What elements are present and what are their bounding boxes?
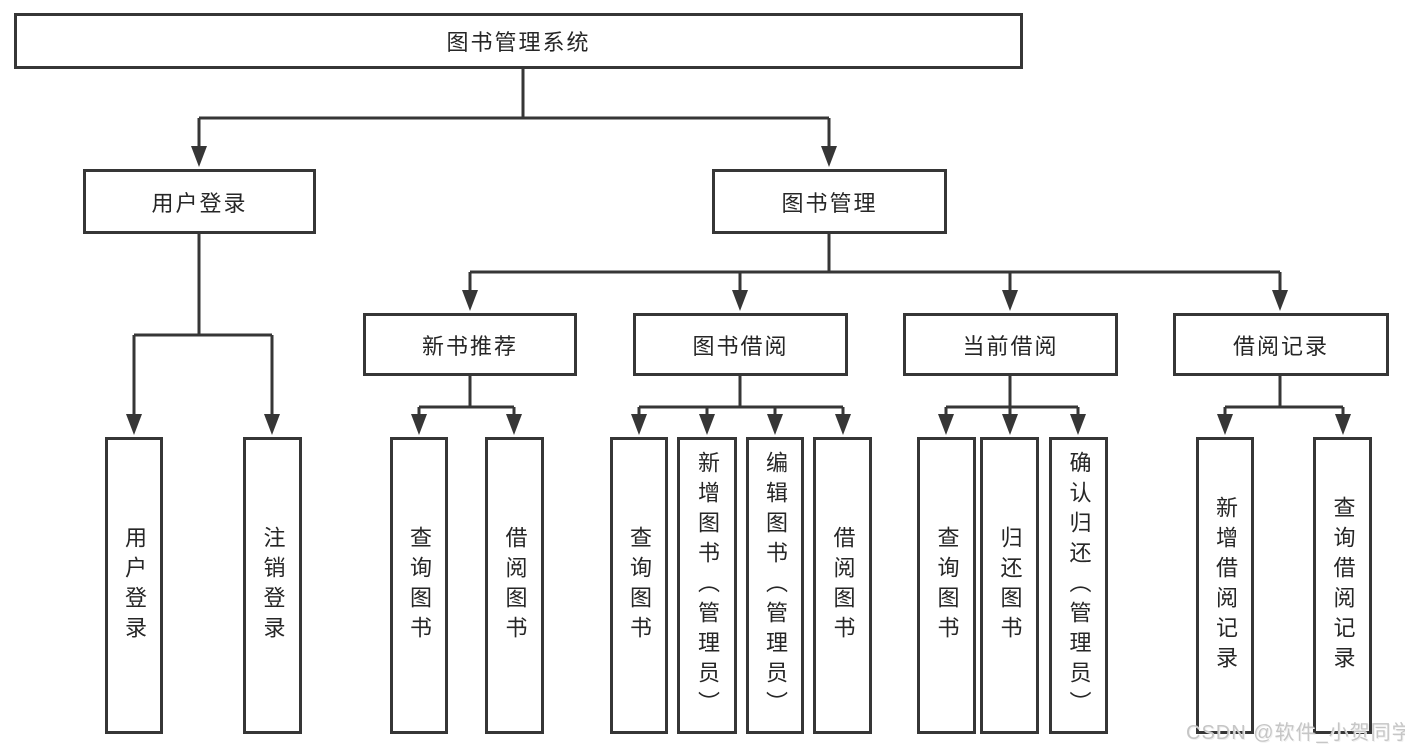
leaf-confirm-return-admin: 确认归还（管理员） bbox=[1049, 437, 1108, 734]
node-new-book-rec-label: 新书推荐 bbox=[421, 333, 518, 359]
leaf-add-borrow-record-label: 新增借阅记录 bbox=[1213, 495, 1238, 676]
csdn-watermark: CSDN @软件_小贺同学 bbox=[1186, 722, 1405, 744]
leaf-borrow-book-2: 借阅图书 bbox=[813, 437, 872, 734]
leaf-query-book-1: 查询图书 bbox=[390, 437, 448, 734]
leaf-query-borrow-record-label: 查询借阅记录 bbox=[1330, 495, 1356, 676]
leaf-return-book: 归还图书 bbox=[980, 437, 1039, 734]
leaf-edit-book-admin-label: 编辑图书（管理员） bbox=[763, 450, 788, 721]
leaf-user-login-label: 用户登录 bbox=[122, 525, 147, 646]
node-user-login: 用户登录 bbox=[83, 169, 316, 234]
node-book-borrow: 图书借阅 bbox=[633, 313, 848, 376]
node-root: 图书管理系统 bbox=[14, 13, 1023, 69]
leaf-confirm-return-admin-label: 确认归还（管理员） bbox=[1066, 450, 1092, 721]
node-user-login-label: 用户登录 bbox=[151, 190, 248, 216]
node-current-borrow-label: 当前借阅 bbox=[962, 333, 1059, 359]
leaf-user-login: 用户登录 bbox=[105, 437, 163, 734]
leaf-edit-book-admin: 编辑图书（管理员） bbox=[746, 437, 804, 734]
node-book-borrow-label: 图书借阅 bbox=[692, 333, 789, 359]
leaf-logout-label: 注销登录 bbox=[260, 525, 286, 646]
leaf-logout: 注销登录 bbox=[243, 437, 302, 734]
leaf-borrow-book-1: 借阅图书 bbox=[485, 437, 544, 734]
leaf-query-book-1-label: 查询图书 bbox=[407, 525, 432, 646]
node-current-borrow: 当前借阅 bbox=[903, 313, 1118, 376]
leaf-borrow-book-1-label: 借阅图书 bbox=[502, 525, 528, 646]
node-borrow-record-label: 借阅记录 bbox=[1232, 333, 1329, 359]
leaf-query-book-2-label: 查询图书 bbox=[627, 525, 652, 646]
leaf-query-book-2: 查询图书 bbox=[610, 437, 668, 734]
leaf-add-book-admin: 新增图书（管理员） bbox=[677, 437, 737, 734]
leaf-return-book-label: 归还图书 bbox=[997, 525, 1023, 646]
node-book-mgmt-label: 图书管理 bbox=[781, 190, 878, 216]
leaf-query-borrow-record: 查询借阅记录 bbox=[1313, 437, 1372, 734]
node-root-label: 图书管理系统 bbox=[446, 30, 591, 55]
node-new-book-rec: 新书推荐 bbox=[363, 313, 577, 376]
leaf-query-book-3: 查询图书 bbox=[917, 437, 976, 734]
leaf-borrow-book-2-label: 借阅图书 bbox=[830, 525, 856, 646]
node-book-mgmt: 图书管理 bbox=[712, 169, 947, 234]
leaf-query-book-3-label: 查询图书 bbox=[934, 525, 960, 646]
node-borrow-record: 借阅记录 bbox=[1173, 313, 1389, 376]
leaf-add-book-admin-label: 新增图书（管理员） bbox=[695, 450, 720, 721]
leaf-add-borrow-record: 新增借阅记录 bbox=[1196, 437, 1254, 734]
arrowheads bbox=[126, 146, 1351, 435]
